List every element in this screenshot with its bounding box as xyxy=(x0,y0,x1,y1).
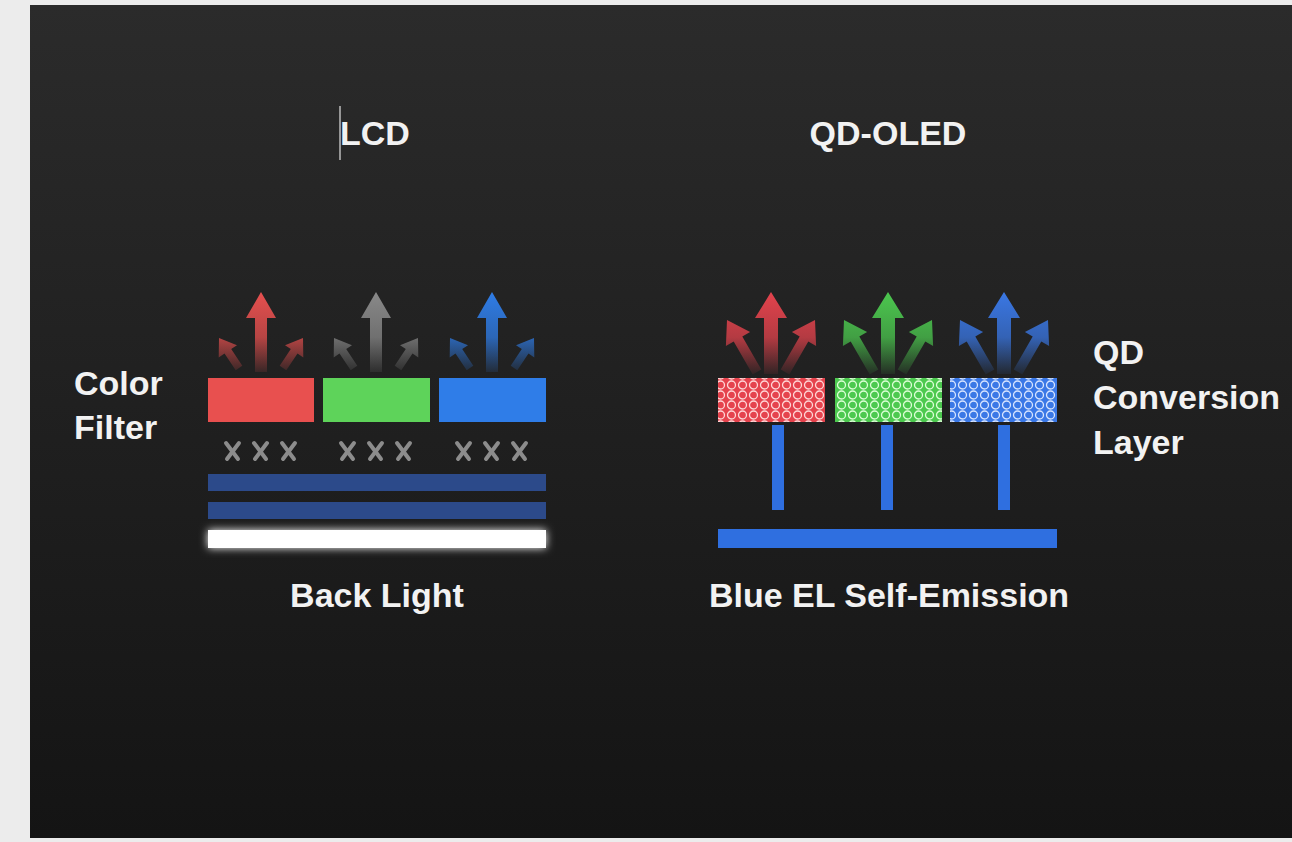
light-arrow xyxy=(781,320,816,375)
light-arrow xyxy=(361,292,391,372)
red-qd-cell xyxy=(718,378,825,422)
light-arrows xyxy=(219,292,1049,375)
blue-light-column xyxy=(998,425,1010,510)
panel-title: QD-OLED xyxy=(810,111,967,155)
green-filter xyxy=(323,378,430,422)
polarizer-layer xyxy=(208,474,546,491)
light-arrow xyxy=(843,320,878,375)
blue-light-column xyxy=(881,425,893,510)
panel-title: LCD xyxy=(340,111,410,155)
light-arrow xyxy=(450,338,474,370)
light-arrow xyxy=(988,292,1020,374)
layer-label: Color Filter xyxy=(74,361,184,449)
light-arrow xyxy=(334,338,358,370)
light-arrow xyxy=(395,338,419,370)
back-light-bar xyxy=(208,530,546,548)
light-arrow xyxy=(755,292,787,374)
light-arrow xyxy=(898,320,933,375)
green-qd-cell xyxy=(835,378,942,422)
blue-emitter-bar xyxy=(718,529,1057,548)
light-arrow xyxy=(511,338,535,370)
layer-label: QD Conversion Layer xyxy=(1093,330,1287,465)
red-filter xyxy=(208,378,314,422)
light-arrow xyxy=(872,292,904,374)
light-arrow xyxy=(1014,320,1049,375)
light-arrow xyxy=(726,320,761,375)
light-arrow xyxy=(219,338,243,370)
lcd-stack xyxy=(208,378,546,548)
blue-light-column xyxy=(772,425,784,510)
qd-oled-stack xyxy=(718,378,1057,548)
blue-qd-cell xyxy=(950,378,1057,422)
glass-layer xyxy=(208,502,546,519)
light-arrow xyxy=(280,338,304,370)
liquid-crystal-marks xyxy=(226,443,526,459)
layer-label: Back Light xyxy=(290,573,464,617)
light-arrow xyxy=(477,292,507,372)
light-arrow xyxy=(246,292,276,372)
blue-filter xyxy=(439,378,546,422)
light-arrow xyxy=(959,320,994,375)
layer-label: Blue EL Self-Emission xyxy=(709,573,1069,617)
